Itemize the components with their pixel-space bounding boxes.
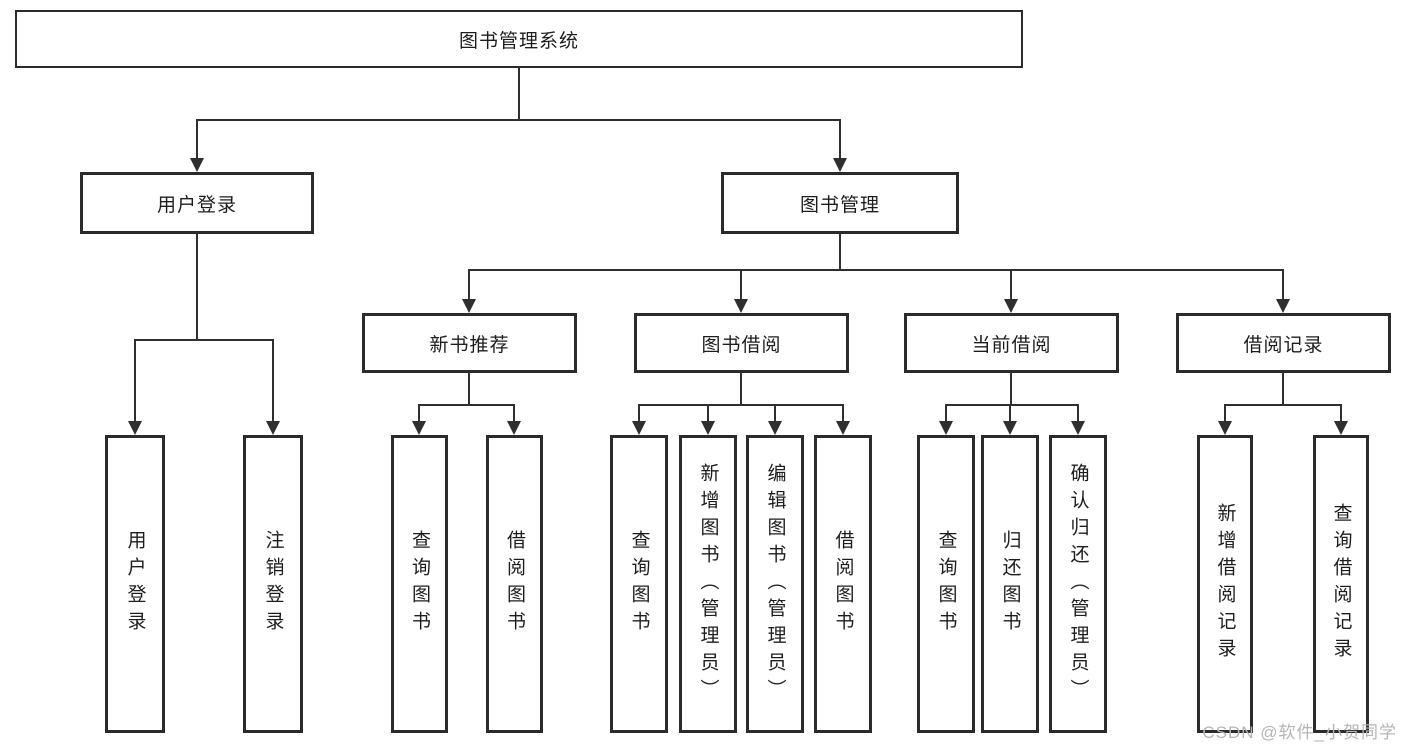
- connector-current-borrowing-split: [945, 404, 1079, 406]
- node-book-management: 图书管理: [721, 172, 959, 234]
- leaf-query-books-1: 查询图书: [391, 435, 448, 733]
- connector-user-login-split: [134, 339, 274, 341]
- arrow-to-new-book-recommend: [462, 299, 476, 313]
- leaf-edit-books-admin-label: 编辑图书（管理员）: [764, 462, 786, 706]
- connector-book-borrowing-drop-1: [638, 404, 640, 423]
- node-new-book-recommend-label: 新书推荐: [429, 334, 510, 356]
- connector-book-management-drop-1: [468, 269, 470, 301]
- node-book-management-label: 图书管理: [799, 194, 880, 216]
- node-borrowing-records: 借阅记录: [1176, 313, 1391, 373]
- leaf-add-books-admin: 新增图书（管理员）: [679, 435, 737, 733]
- arrow-to-leaf-add-borrow-record: [1218, 421, 1232, 435]
- leaf-return-books-label: 归还图书: [999, 530, 1021, 638]
- leaf-borrow-books-2-label: 借阅图书: [832, 530, 854, 638]
- connector-root-stem: [518, 68, 520, 121]
- connector-new-book-recommend-stem: [468, 373, 470, 406]
- arrow-to-borrowing-records: [1276, 299, 1290, 313]
- connector-book-management-drop-4: [1282, 269, 1284, 301]
- arrow-to-leaf-query-books-3: [939, 421, 953, 435]
- arrow-to-leaf-add-books: [701, 421, 715, 435]
- connector-book-borrowing-drop-3: [774, 404, 776, 423]
- connector-book-borrowing-split: [638, 404, 844, 406]
- connector-book-borrowing-drop-2: [707, 404, 709, 423]
- connector-new-book-recommend-drop-2: [513, 404, 515, 423]
- connector-current-borrowing-drop-2: [1009, 404, 1011, 423]
- connector-book-management-drop-3: [1010, 269, 1012, 301]
- leaf-query-books-3: 查询图书: [917, 435, 975, 733]
- leaf-user-login-label: 用户登录: [124, 530, 146, 638]
- node-new-book-recommend: 新书推荐: [362, 313, 577, 373]
- leaf-logout: 注销登录: [243, 435, 303, 733]
- leaf-return-books: 归还图书: [981, 435, 1039, 733]
- arrow-to-leaf-query-books-2: [632, 421, 646, 435]
- connector-current-borrowing-drop-3: [1077, 404, 1079, 423]
- arrow-to-leaf-borrow-books-1: [507, 421, 521, 435]
- leaf-query-books-3-label: 查询图书: [935, 530, 957, 638]
- leaf-borrow-books-1-label: 借阅图书: [504, 530, 525, 638]
- node-root-label: 图书管理系统: [458, 30, 579, 52]
- arrow-to-leaf-edit-books: [768, 421, 782, 435]
- connector-borrowing-records-drop-1: [1224, 404, 1226, 423]
- arrow-to-current-borrowing: [1004, 299, 1018, 313]
- connector-current-borrowing-drop-1: [945, 404, 947, 423]
- csdn-watermark: CSDN @软件_小贺同学: [1202, 723, 1397, 742]
- connector-root-drop-left: [196, 119, 198, 160]
- node-current-borrowing: 当前借阅: [904, 313, 1119, 373]
- arrow-to-user-login: [190, 158, 204, 172]
- leaf-query-books-2: 查询图书: [610, 435, 668, 733]
- leaf-add-books-admin-label: 新增图书（管理员）: [697, 462, 719, 706]
- arrow-to-leaf-confirm-return: [1071, 421, 1085, 435]
- connector-user-login-drop-1: [134, 339, 136, 423]
- node-book-borrowing-label: 图书借阅: [701, 334, 782, 356]
- node-book-borrowing: 图书借阅: [634, 313, 849, 373]
- arrow-to-leaf-query-books-1: [412, 421, 426, 435]
- connector-root-drop-right: [839, 119, 841, 160]
- leaf-borrow-books-2: 借阅图书: [814, 435, 872, 733]
- connector-borrowing-records-drop-2: [1340, 404, 1342, 423]
- node-user-login: 用户登录: [80, 172, 314, 234]
- connector-root-split: [196, 119, 841, 121]
- connector-current-borrowing-stem: [1010, 373, 1012, 406]
- connector-book-management-split: [468, 269, 1284, 271]
- connector-book-borrowing-stem: [740, 373, 742, 406]
- arrow-to-book-management: [833, 158, 847, 172]
- leaf-query-borrow-record: 查询借阅记录: [1313, 435, 1369, 733]
- arrow-to-leaf-return-books: [1003, 421, 1017, 435]
- arrow-to-leaf-user-login: [128, 421, 142, 435]
- arrow-to-book-borrowing: [734, 299, 748, 313]
- leaf-borrow-books-1: 借阅图书: [486, 435, 543, 733]
- connector-borrowing-records-stem: [1282, 373, 1284, 406]
- connector-book-management-drop-2: [740, 269, 742, 301]
- connector-new-book-recommend-split: [418, 404, 515, 406]
- node-borrowing-records-label: 借阅记录: [1243, 334, 1324, 356]
- leaf-logout-label: 注销登录: [262, 530, 284, 638]
- leaf-add-borrow-record-label: 新增借阅记录: [1214, 503, 1236, 665]
- connector-book-management-stem: [839, 234, 841, 271]
- leaf-edit-books-admin: 编辑图书（管理员）: [746, 435, 804, 733]
- node-user-login-label: 用户登录: [156, 194, 237, 216]
- connector-user-login-stem: [196, 234, 198, 341]
- connector-new-book-recommend-drop-1: [418, 404, 420, 423]
- leaf-query-books-1-label: 查询图书: [409, 530, 430, 638]
- connector-user-login-drop-2: [272, 339, 274, 423]
- leaf-query-books-2-label: 查询图书: [628, 530, 650, 638]
- leaf-add-borrow-record: 新增借阅记录: [1197, 435, 1253, 733]
- node-current-borrowing-label: 当前借阅: [971, 334, 1052, 356]
- leaf-query-borrow-record-label: 查询借阅记录: [1330, 503, 1352, 665]
- connector-book-borrowing-drop-4: [842, 404, 844, 423]
- node-root: 图书管理系统: [15, 10, 1023, 68]
- leaf-confirm-return-admin-label: 确认归还（管理员）: [1067, 462, 1089, 706]
- connector-borrowing-records-split: [1224, 404, 1342, 406]
- arrow-to-leaf-query-borrow-record: [1334, 421, 1348, 435]
- leaf-confirm-return-admin: 确认归还（管理员）: [1049, 435, 1107, 733]
- leaf-user-login: 用户登录: [105, 435, 165, 733]
- arrow-to-leaf-borrow-books-2: [836, 421, 850, 435]
- arrow-to-leaf-logout: [266, 421, 280, 435]
